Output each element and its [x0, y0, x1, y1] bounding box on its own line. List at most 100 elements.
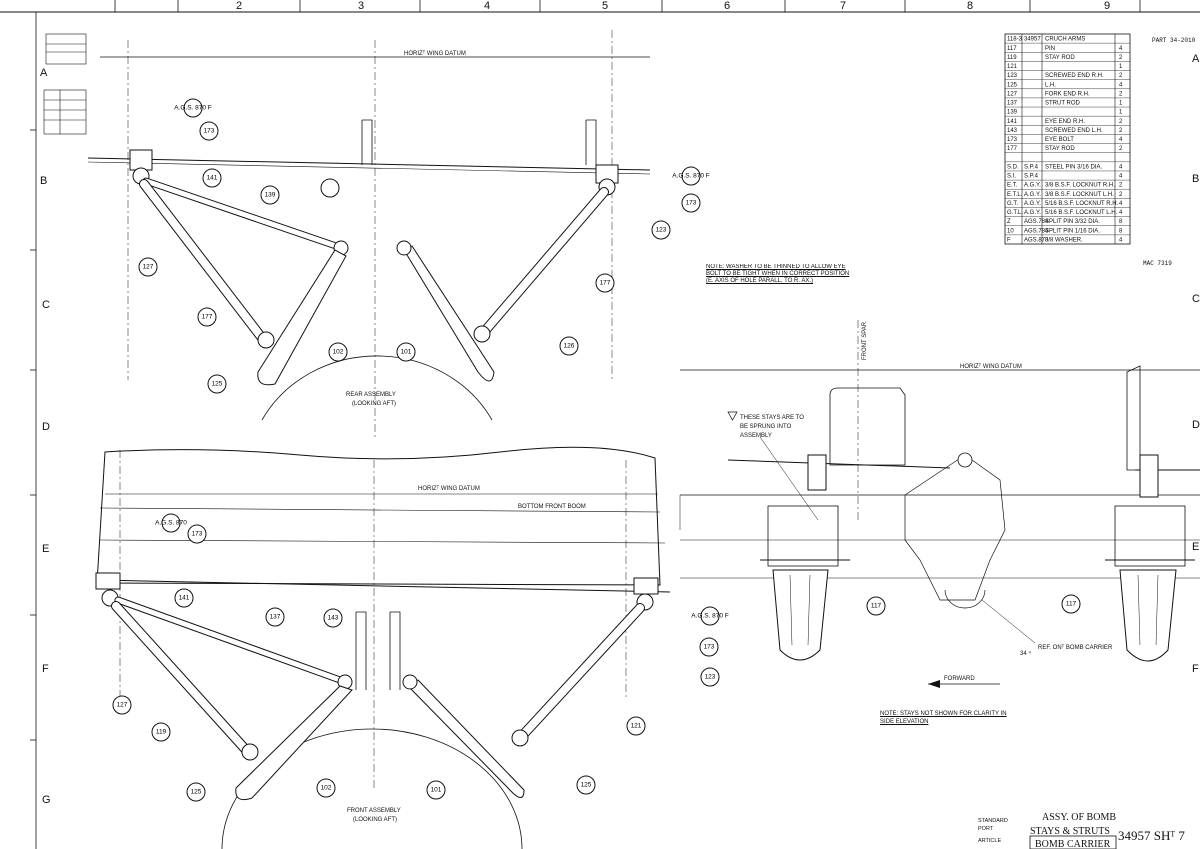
table-cell-ref: 119 — [1007, 55, 1017, 61]
spring-note-line: THESE STAYS ARE TO — [740, 415, 804, 421]
svg-text:119: 119 — [156, 729, 167, 736]
table-cell-desc: 5/16 B.S.F. LOCKNUT R.H. — [1045, 201, 1119, 207]
svg-text:137: 137 — [270, 614, 281, 621]
table-cell-desc: SPLIT PIN 3/32 DIA. — [1045, 219, 1100, 225]
table-cell-drg: 34957 — [1024, 37, 1041, 43]
item-balloon: 173 — [199, 121, 219, 141]
table-cell-ref: S.D. — [1007, 164, 1019, 170]
table-cell-ref: Z — [1007, 219, 1011, 225]
table-cell-qty: 2 — [1119, 146, 1123, 152]
table-cell-qty: 4 — [1119, 238, 1123, 244]
table-cell-ref: 141 — [1007, 119, 1018, 125]
item-balloon: 173 — [681, 193, 701, 213]
grid-number: 9 — [1104, 0, 1110, 12]
svg-text:125: 125 — [191, 789, 202, 796]
item-balloon: A.G.S. 870 F — [672, 166, 710, 186]
table-cell-desc: CRUCH ARMS — [1045, 37, 1085, 43]
table-cell-ref: 173 — [1007, 137, 1018, 143]
svg-text:139: 139 — [265, 192, 276, 199]
item-balloon: 137 — [265, 607, 285, 627]
grid-number: 7 — [840, 0, 846, 12]
table-cell-qty: 4 — [1119, 201, 1123, 207]
grid-letter: G — [42, 794, 51, 806]
svg-text:A.G.S. 870 F: A.G.S. 870 F — [672, 173, 710, 180]
revision-stamps — [43, 33, 87, 135]
table-row: E.T.A.G.Y.3/8 B.S.F. LOCKNUT R.H.2 — [1007, 183, 1123, 189]
table-cell-drg: S.P.4 — [1024, 164, 1039, 170]
svg-text:177: 177 — [600, 280, 611, 287]
view-caption: FRONT ASSEMBLY — [347, 808, 401, 814]
view-subcaption: (LOOKING AFT) — [353, 817, 397, 823]
table-cell-qty: 2 — [1119, 128, 1123, 134]
table-cell-drg: A.G.Y. — [1024, 210, 1041, 216]
side-elevation-view: HORIZᵀ WING DATUM FRONT SPAR — [679, 320, 1200, 688]
table-cell-ref: 121 — [1007, 64, 1018, 70]
table-cell-ref: 125 — [1007, 82, 1018, 88]
svg-text:125: 125 — [212, 381, 223, 388]
item-balloon: 102 — [316, 778, 336, 798]
item-balloon: A.G.S. 870 F — [174, 98, 212, 118]
side-item-balloons: 117 117 — [866, 594, 1081, 616]
table-cell-ref: 10 — [1007, 228, 1014, 234]
table-cell-ref: G.T. — [1007, 201, 1018, 207]
table-cell-drg: S.P.4 — [1024, 174, 1039, 180]
table-cell-drg: AGS.784 — [1024, 219, 1049, 225]
table-cell-desc: SCREWED END R.H. — [1045, 73, 1104, 79]
title-std-line: STANDARD — [978, 818, 1008, 824]
table-cell-ref: 127 — [1007, 91, 1018, 97]
table-cell-desc: 3/8 B.S.F. LOCKNUT L.H. — [1045, 192, 1114, 198]
item-balloon: 177 — [595, 273, 615, 293]
table-cell-qty: 1 — [1119, 110, 1123, 116]
datum-label: HORIZᵀ WING DATUM — [960, 363, 1022, 370]
table-cell-desc: STRUT ROD — [1045, 101, 1081, 107]
item-balloon: 127 — [138, 257, 158, 277]
table-cell-qty: 1 — [1119, 64, 1123, 70]
boom-label: BOTTOM FRONT BOOM — [518, 504, 586, 510]
item-balloon: 117 — [866, 596, 886, 616]
table-cell-desc: EYE END R.H. — [1045, 119, 1085, 125]
table-cell-qty: 4 — [1119, 174, 1123, 180]
title-line: STAYS & STRUTS — [1030, 826, 1110, 837]
item-balloon: 101 — [426, 780, 446, 800]
svg-text:117: 117 — [1066, 601, 1077, 608]
svg-text:102: 102 — [321, 785, 332, 792]
table-row: G.T.L.A.G.Y.5/16 B.S.F. LOCKNUT L.H.4 — [1007, 210, 1123, 216]
svg-text:173: 173 — [192, 531, 203, 538]
front-assembly-view: HORIZᵀ WING DATUM BOTTOM FRONT BOOM — [95, 446, 671, 849]
item-balloon: 143 — [323, 608, 343, 628]
table-cell-qty: 2 — [1119, 73, 1123, 79]
table-cell-qty: 4 — [1119, 164, 1123, 170]
table-cell-drg: AGS.784 — [1024, 228, 1049, 234]
washer-note-text: NOTE: WASHER TO BE THINNED TO ALLOW EYE … — [706, 264, 850, 284]
table-cell-ref: 143 — [1007, 128, 1018, 134]
item-balloon: 119 — [151, 722, 171, 742]
table-cell-ref: F — [1007, 238, 1011, 244]
table-cell-drg: A.G.Y. — [1024, 201, 1041, 207]
svg-text:117: 117 — [871, 603, 882, 610]
table-cell-qty: 2 — [1119, 183, 1123, 189]
table-cell-desc: STAY ROD — [1045, 55, 1075, 61]
grid-number: 6 — [724, 0, 730, 12]
grid-number: 4 — [484, 0, 490, 12]
title-std-line: ARTICLE — [978, 838, 1001, 844]
item-balloon: A.G.S. 870 — [155, 513, 187, 533]
grid-letter: E — [1192, 541, 1199, 553]
spring-note-line: BE SPRUNG INTO — [740, 424, 792, 430]
grid-number: 5 — [602, 0, 608, 12]
svg-text:102: 102 — [333, 349, 344, 356]
item-balloon: 125 — [576, 775, 596, 795]
washer-note: NOTE: WASHER TO BE THINNED TO ALLOW EYE … — [706, 264, 850, 284]
table-cell-ref: 123 — [1007, 73, 1018, 79]
svg-text:101: 101 — [401, 349, 412, 356]
grid-letter: C — [42, 299, 50, 311]
svg-text:125: 125 — [581, 782, 592, 789]
table-cell-qty: 8 — [1119, 228, 1123, 234]
